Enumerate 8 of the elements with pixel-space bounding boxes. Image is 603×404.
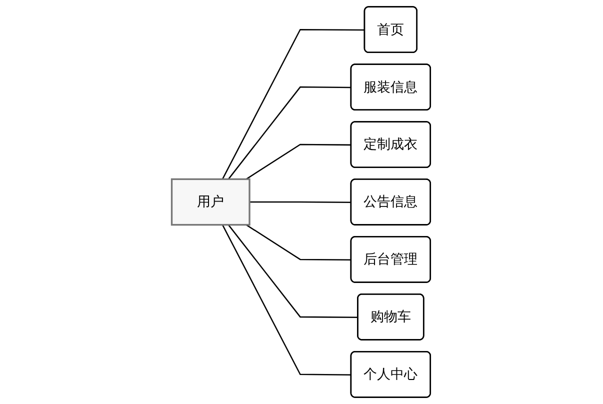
node-box: 用户 xyxy=(171,178,251,226)
connector xyxy=(222,224,352,376)
connector xyxy=(246,144,352,180)
connector xyxy=(228,86,352,180)
connector xyxy=(250,201,352,204)
connector xyxy=(222,28,366,180)
connector xyxy=(228,224,359,318)
connector xyxy=(246,224,352,261)
